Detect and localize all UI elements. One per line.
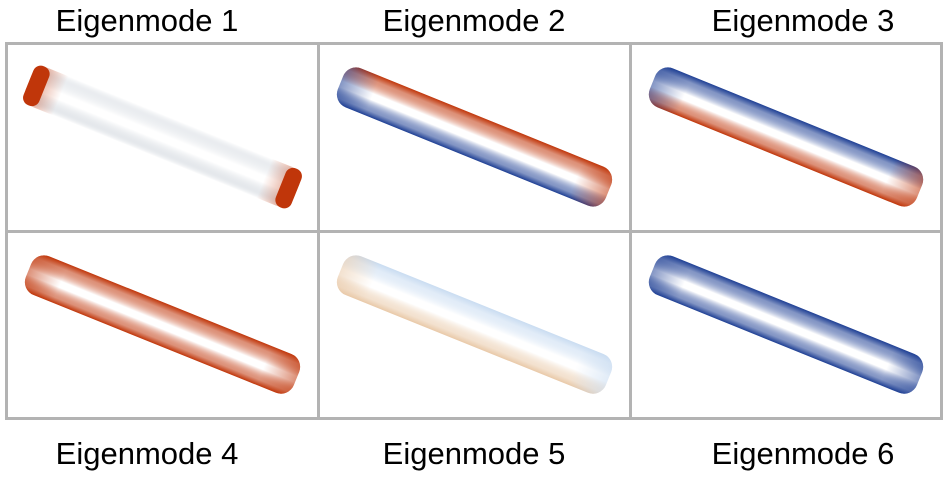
eigenmode-1-label: Eigenmode 1 (55, 3, 239, 38)
cylinder-4 (24, 255, 301, 394)
cylinder-tint-6 (648, 255, 924, 394)
cylinder-tint-1 (24, 67, 301, 207)
grid-divider-row (8, 230, 940, 233)
eigenmode-6-label: Eigenmode 6 (711, 436, 895, 471)
eigenmode-3-label: Eigenmode 3 (711, 3, 895, 38)
cylinder-tint-5 (336, 255, 613, 394)
eigenmode-4-panel (8, 233, 317, 417)
cylinder-render-1 (23, 65, 302, 209)
cylinder-1 (23, 65, 302, 209)
cylinder-5 (336, 255, 613, 394)
eigenmode-grid (5, 42, 943, 420)
eigenmode-5-panel (320, 233, 629, 417)
eigenmode-4-label: Eigenmode 4 (55, 436, 239, 471)
cylinder-cap-left (23, 65, 50, 107)
cylinder-render-4 (24, 255, 301, 394)
cylinder-2 (336, 67, 613, 207)
cylinder-6 (648, 255, 924, 394)
eigenmode-3-panel (632, 45, 940, 230)
cylinder-render-6 (648, 255, 924, 394)
cylinder-tint-2 (336, 67, 613, 207)
cylinder-render-5 (336, 255, 613, 394)
eigenmode-6-panel (632, 233, 940, 417)
cylinder-cap-right (275, 167, 302, 209)
eigenmode-5-label: Eigenmode 5 (382, 436, 566, 471)
cylinder-render-2 (336, 67, 613, 207)
cylinder-tint-4 (24, 255, 301, 394)
eigenmode-2-label: Eigenmode 2 (382, 3, 566, 38)
cylinder-3 (648, 67, 924, 207)
eigenmode-2-panel (320, 45, 629, 230)
cylinder-tint-3 (648, 67, 924, 207)
cylinder-render-3 (648, 67, 924, 207)
eigenmode-1-panel (8, 45, 317, 230)
